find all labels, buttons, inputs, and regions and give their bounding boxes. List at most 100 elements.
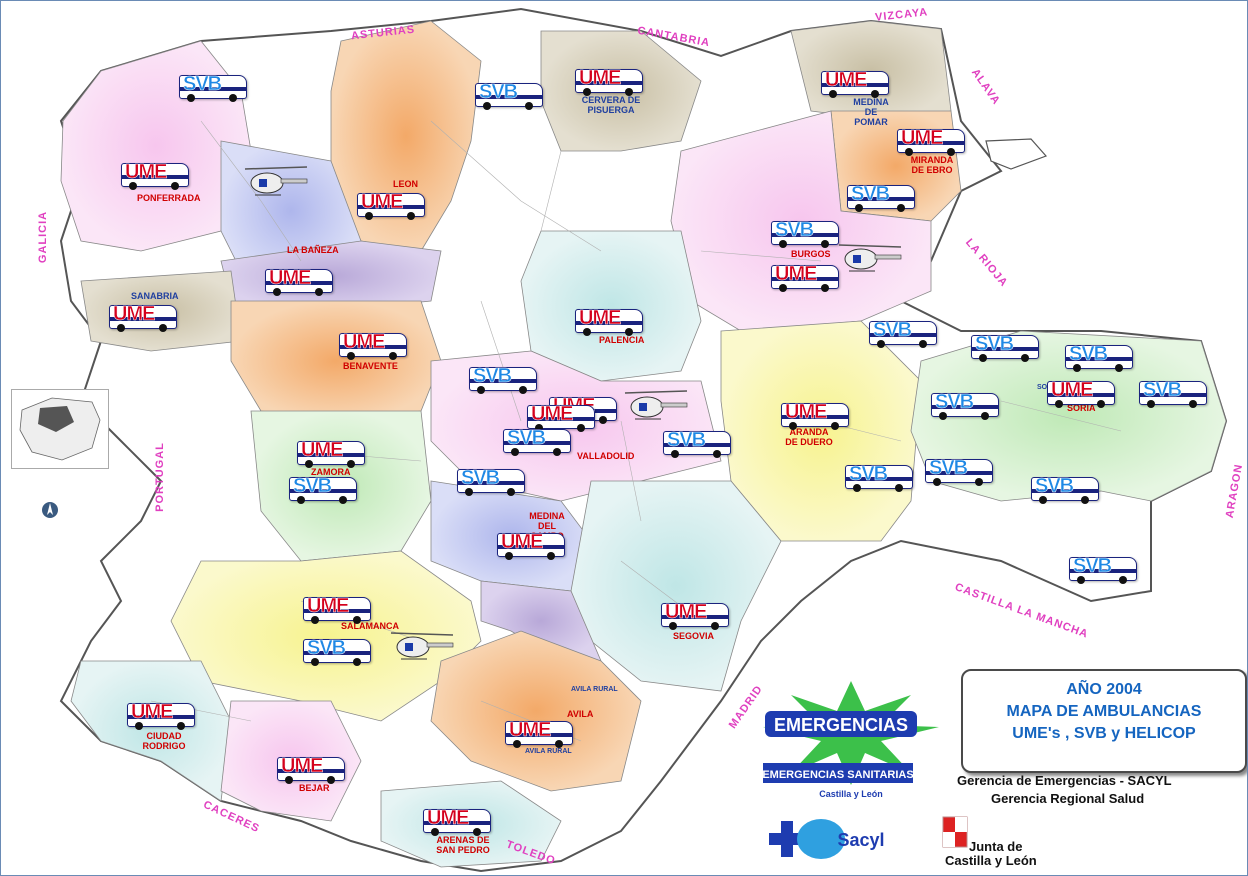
helicopter-icon-salamanca[interactable] <box>387 629 457 663</box>
area-palencia <box>520 230 702 382</box>
city-label-arenas: ARENAS DE SAN PEDRO <box>436 835 490 855</box>
ume-van-miranda[interactable]: UME <box>897 127 971 157</box>
city-label-cervera: CERVERA DE PISUERGA <box>581 95 641 115</box>
legend-subtitle: UME's , SVB y HELICOP <box>1012 725 1196 742</box>
ume-label: UME <box>775 263 818 286</box>
svb-van-bierzo[interactable]: SVB <box>179 73 253 103</box>
emergencias-logo-text: EMERGENCIAS <box>774 715 908 735</box>
city-label-zamora: ZAMORA <box>311 467 351 477</box>
helicopter-icon-valladolid[interactable] <box>621 389 691 423</box>
legend-year: AÑO 2004 <box>1066 681 1142 698</box>
ume-van-medina-pomar[interactable]: UME <box>821 69 895 99</box>
svb-van-soria-se[interactable]: SVB <box>1069 555 1143 585</box>
legend-box: AÑO 2004 MAPA DE AMBULANCIAS UME's , SVB… <box>961 669 1247 773</box>
border-label-portugal: PORTUGAL <box>153 442 166 512</box>
ume-label: UME <box>307 595 350 618</box>
ume-label: UME <box>1051 379 1094 402</box>
ume-van-medina-campo[interactable]: UME <box>497 531 571 561</box>
ume-van-avila[interactable]: UME <box>505 719 579 749</box>
ume-label: UME <box>343 331 386 354</box>
svb-label: SVB <box>851 183 891 206</box>
ume-van-palencia[interactable]: UME <box>575 307 649 337</box>
svb-label: SVB <box>1073 555 1113 578</box>
ume-label: UME <box>901 127 944 150</box>
svb-label: SVB <box>507 427 547 450</box>
ume-van-la-baneza[interactable]: UME <box>265 267 339 297</box>
ume-van-ciudad-rodrigo[interactable]: UME <box>127 701 201 731</box>
area-avila <box>430 630 642 792</box>
ume-label: UME <box>427 807 470 830</box>
ume-van-salamanca[interactable]: UME <box>303 595 377 625</box>
svb-van-zamora[interactable]: SVB <box>289 475 363 505</box>
emergencias-sanitarias-text: EMERGENCIAS SANITARIAS <box>762 769 913 781</box>
sub-label-avila-rural-1: AVILA RURAL <box>571 686 618 693</box>
city-label-aranda: ARANDA DE DUERO <box>785 427 833 447</box>
svb-label: SVB <box>461 467 501 490</box>
ume-van-ponferrada[interactable]: UME <box>121 161 195 191</box>
svb-label: SVB <box>307 637 347 660</box>
svb-van-valladolid-sw[interactable]: SVB <box>457 467 531 497</box>
area-benavente <box>230 300 442 422</box>
ume-van-valladolid[interactable]: UME <box>527 403 601 433</box>
junta-line-2: Castilla y León <box>945 853 1037 868</box>
ume-label: UME <box>269 267 312 290</box>
svb-van-soria-sw[interactable]: SVB <box>925 457 999 487</box>
sub-label-avila-rural-2: AVILA RURAL <box>525 748 572 755</box>
svb-van-leon-north[interactable]: SVB <box>475 81 549 111</box>
helicopter-icon-leon[interactable] <box>241 165 311 199</box>
svb-van-valladolid[interactable]: SVB <box>503 427 577 457</box>
svb-van-salamanca[interactable]: SVB <box>303 637 377 667</box>
ume-van-leon[interactable]: UME <box>357 191 431 221</box>
city-label-valladolid: VALLADOLID <box>577 451 635 461</box>
svb-van-burgos-south[interactable]: SVB <box>869 319 943 349</box>
ume-label: UME <box>785 401 828 424</box>
legend-title: MAPA DE AMBULANCIAS <box>1006 703 1202 720</box>
svb-label: SVB <box>975 333 1015 356</box>
svb-label: SVB <box>849 463 889 486</box>
svb-label: SVB <box>1069 343 1109 366</box>
svb-label: SVB <box>929 457 969 480</box>
svb-label: SVB <box>479 81 519 104</box>
svb-van-soria-west[interactable]: SVB <box>931 391 1005 421</box>
helicopter-icon-burgos[interactable] <box>835 241 905 275</box>
svb-van-miranda[interactable]: SVB <box>847 183 921 213</box>
spain-inset-map <box>11 389 109 469</box>
border-label-galicia: GALICIA <box>37 210 50 264</box>
ume-van-segovia[interactable]: UME <box>661 601 735 631</box>
ume-van-bejar[interactable]: UME <box>277 755 351 785</box>
north-arrow-icon <box>42 502 58 518</box>
ume-van-zamora[interactable]: UME <box>297 439 371 469</box>
svb-van-soria-north[interactable]: SVB <box>971 333 1045 363</box>
junta-shield-icon <box>942 816 968 848</box>
ume-van-arenas[interactable]: UME <box>423 807 497 837</box>
ume-van-benavente[interactable]: UME <box>339 331 413 361</box>
area-soria <box>910 330 1227 502</box>
ume-label: UME <box>509 719 552 742</box>
ume-van-soria[interactable]: UME <box>1047 379 1121 409</box>
ume-van-cervera[interactable]: UME <box>575 67 649 97</box>
ume-van-burgos[interactable]: UME <box>771 263 845 293</box>
ume-label: UME <box>361 191 404 214</box>
svb-van-soria-south[interactable]: SVB <box>1031 475 1105 505</box>
ume-van-sanabria[interactable]: UME <box>109 303 183 333</box>
svb-label: SVB <box>293 475 333 498</box>
ume-van-aranda[interactable]: UME <box>781 401 855 431</box>
svb-label: SVB <box>873 319 913 342</box>
svb-van-soria-east[interactable]: SVB <box>1139 379 1213 409</box>
svb-van-valladolid-nw[interactable]: SVB <box>469 365 543 395</box>
ume-label: UME <box>131 701 174 724</box>
city-label-avila: AVILA <box>567 709 594 719</box>
ume-label: UME <box>579 307 622 330</box>
ume-label: UME <box>579 67 622 90</box>
svb-van-valladolid-east[interactable]: SVB <box>663 429 737 459</box>
castilla-leon-small-text: Castilla y León <box>819 789 883 799</box>
agency-line-1: Gerencia de Emergencias - SACYL <box>957 773 1172 788</box>
sacyl-text: Sacyl <box>837 830 884 850</box>
city-label-palencia: PALENCIA <box>599 335 645 345</box>
svb-van-burgos[interactable]: SVB <box>771 219 845 249</box>
svb-van-soria-ne[interactable]: SVB <box>1065 343 1139 373</box>
ume-label: UME <box>301 439 344 462</box>
city-label-bejar: BEJAR <box>299 783 330 793</box>
svb-label: SVB <box>775 219 815 242</box>
svb-van-aranda[interactable]: SVB <box>845 463 919 493</box>
